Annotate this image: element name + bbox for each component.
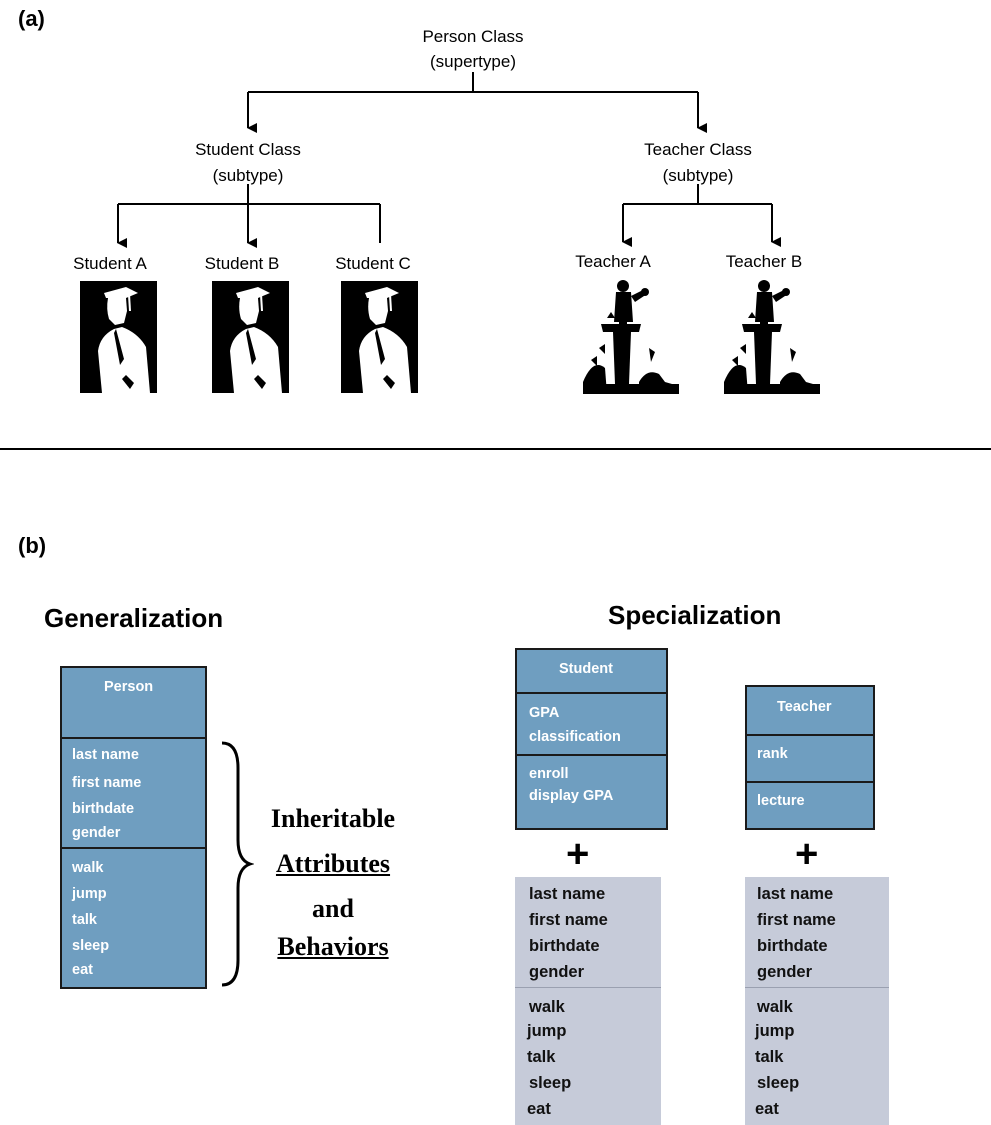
person-behaviors-section: walk jump talk sleep eat [62,847,205,987]
inherited-attribute: gender [757,963,813,981]
panel-a-label: (a) [18,6,45,31]
teacher-a-silhouette-icon [583,280,679,394]
teacher-b-silhouette-icon [724,280,820,394]
curly-brace-icon [221,741,254,987]
teacher-class-box: Teacher rank lecture [745,685,875,830]
inherited-attribute: gender [529,963,585,981]
teacher-class-name: Teacher [777,699,832,715]
inherited-attribute: first name [757,911,836,929]
person-behavior: jump [72,886,107,902]
person-class-label: Person Class (supertype) [413,24,533,74]
person-class-box: Person last name first name birthdate ge… [60,666,207,989]
inherited-behavior: walk [757,998,793,1016]
inherited-behavior: jump [527,1022,567,1040]
teacher-inherited-box: last name first name birthdate gender wa… [745,877,889,1125]
inherited-attribute: last name [757,885,834,903]
student-behavior: enroll [529,766,569,782]
panel-b-label: (b) [18,533,47,558]
teacher-class-subtitle: (subtype) [662,166,734,185]
inherited-behavior: jump [755,1022,795,1040]
student-class-name: Student [559,661,613,677]
inherited-behavior: talk [755,1048,784,1066]
inherited-attribute: birthdate [757,937,828,955]
inherited-behavior: walk [529,998,565,1016]
teacher-class-label: Teacher Class (subtype) [618,137,778,189]
person-class-title: Person Class [422,27,524,46]
student-c-silhouette-icon [341,281,418,393]
student-attributes-section: GPA classification [517,692,666,754]
inherited-divider [745,987,889,988]
student-attribute: classification [529,729,621,745]
inherited-attribute: first name [529,911,608,929]
student-class-label: Student Class (subtype) [168,137,328,189]
inherited-divider [515,987,661,988]
person-behavior: walk [72,860,104,876]
teacher-attribute: rank [757,746,788,762]
person-attribute: birthdate [72,801,135,817]
student-c-label: Student C [335,254,411,273]
generalization-heading: Generalization [44,603,224,633]
brace-text-behaviors: Behaviors [277,932,389,961]
hierarchy-connectors [117,72,781,248]
person-attribute: last name [72,747,139,763]
student-class-title: Student Class [195,140,301,159]
student-b-silhouette-icon [212,281,289,393]
panel-divider [0,448,991,450]
student-b-label: Student B [204,254,280,273]
person-class-name: Person [104,679,154,695]
inherited-behavior: eat [755,1100,779,1118]
specialization-heading: Specialization [608,600,782,630]
plus-sign-student: + [566,832,590,876]
inherited-behavior: sleep [529,1074,572,1092]
inherited-attribute: birthdate [529,937,600,955]
teacher-behavior: lecture [757,793,805,809]
student-attribute: GPA [529,705,560,721]
person-behavior: talk [72,912,97,928]
student-behavior: display GPA [529,788,614,804]
person-class-subtitle: (supertype) [430,52,516,71]
inherited-behavior: eat [527,1100,551,1118]
brace-text-and: and [312,894,354,923]
person-behavior: eat [72,962,93,978]
teacher-class-title: Teacher Class [644,140,752,159]
student-class-box: Student GPA classification enroll displa… [515,648,668,830]
teacher-attributes-section: rank [747,734,873,783]
person-behavior: sleep [72,938,110,954]
inherited-attribute: last name [529,885,606,903]
student-a-silhouette-icon [80,281,157,393]
person-attribute: gender [72,825,121,841]
teacher-a-label: Teacher A [575,252,651,271]
brace-text-attributes: Attributes [275,849,391,878]
teacher-behaviors-section: lecture [747,781,873,828]
student-a-label: Student A [73,254,147,273]
student-behaviors-section: enroll display GPA [517,754,666,828]
person-attribute: first name [72,775,142,791]
student-class-subtitle: (subtype) [212,166,284,185]
student-inherited-box: last name first name birthdate gender wa… [515,877,661,1125]
plus-sign-teacher: + [795,832,819,876]
person-attributes-section: last name first name birthdate gender [62,737,205,849]
inherited-behavior: talk [527,1048,556,1066]
inherited-behavior: sleep [757,1074,800,1092]
brace-text-inheritable: Inheritable [270,804,396,833]
teacher-b-label: Teacher B [725,252,803,271]
